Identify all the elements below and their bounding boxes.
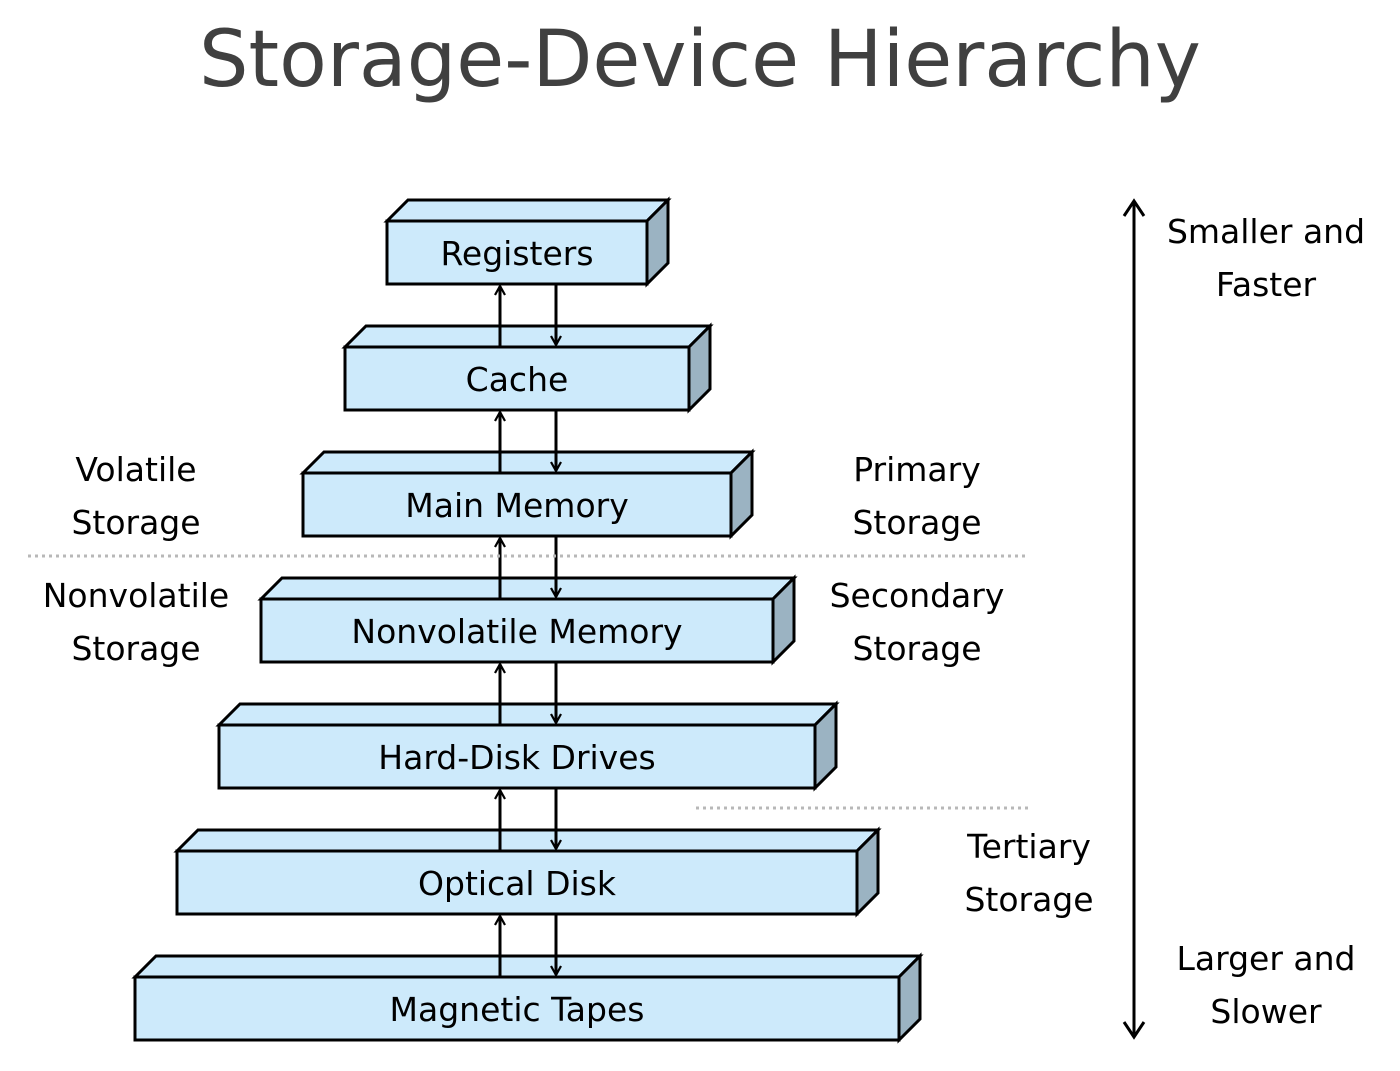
box-front-face <box>385 219 649 286</box>
scale-arrowhead-top <box>1122 198 1146 217</box>
scale-top-line2: Faster <box>1216 265 1317 304</box>
box-top-face <box>215 702 840 727</box>
level-label-nonvolatile-memory: Nonvolatile Memory <box>351 612 682 651</box>
size-speed-scale: Smaller and Faster Larger and Slower <box>1122 198 1365 1040</box>
level-cache: Cache <box>341 322 714 414</box>
level-nonvolatile-memory: Nonvolatile Memory <box>257 574 798 666</box>
primary-storage-label: Primary Storage <box>852 450 981 542</box>
tertiary-label-line2: Storage <box>964 880 1093 919</box>
tertiary-label-line1: Tertiary <box>966 827 1091 866</box>
box-front-face <box>343 345 691 412</box>
scale-top-line1: Smaller and <box>1167 212 1365 251</box>
volatile-label-line1: Volatile <box>75 450 196 489</box>
box-top-face <box>131 954 924 979</box>
primary-label-line1: Primary <box>853 450 981 489</box>
box-top-face <box>299 450 756 475</box>
nonvolatile-storage-label: Nonvolatile Storage <box>43 576 229 668</box>
tertiary-storage-label: Tertiary Storage <box>964 827 1093 919</box>
box-front-face <box>133 975 901 1042</box>
level-label-hard-disk-drives: Hard-Disk Drives <box>378 738 655 777</box>
nonvolatile-label-line1: Nonvolatile <box>43 576 229 615</box>
box-top-face <box>173 828 882 853</box>
transfer-arrows <box>500 285 556 976</box>
box-front-face <box>217 723 817 790</box>
box-top-face <box>341 324 714 349</box>
nonvolatile-label-line2: Storage <box>71 629 200 668</box>
scale-bottom-line1: Larger and <box>1177 939 1356 978</box>
scale-bottom-line2: Slower <box>1210 992 1322 1031</box>
level-label-optical-disk: Optical Disk <box>418 864 617 903</box>
level-label-cache: Cache <box>466 360 569 399</box>
scale-arrowhead-bottom <box>1122 1021 1146 1040</box>
box-front-face <box>175 849 859 916</box>
level-label-magnetic-tapes: Magnetic Tapes <box>390 990 645 1029</box>
secondary-label-line2: Storage <box>852 629 981 668</box>
box-front-face <box>259 597 775 664</box>
level-registers: Registers <box>383 196 672 288</box>
page-title: Storage-Device Hierarchy <box>199 15 1201 105</box>
secondary-label-line1: Secondary <box>830 576 1005 615</box>
box-top-face <box>383 198 672 223</box>
primary-label-line2: Storage <box>852 503 981 542</box>
box-top-face <box>257 576 798 601</box>
level-optical-disk: Optical Disk <box>173 826 882 918</box>
level-label-registers: Registers <box>440 234 593 273</box>
level-main-memory: Main Memory <box>299 448 756 540</box>
level-magnetic-tapes: Magnetic Tapes <box>131 952 924 1044</box>
level-label-main-memory: Main Memory <box>405 486 628 525</box>
box-front-face <box>301 471 733 538</box>
volatile-label-line2: Storage <box>71 503 200 542</box>
level-hard-disk-drives: Hard-Disk Drives <box>215 700 840 792</box>
volatile-storage-label: Volatile Storage <box>71 450 200 542</box>
secondary-storage-label: Secondary Storage <box>830 576 1005 668</box>
